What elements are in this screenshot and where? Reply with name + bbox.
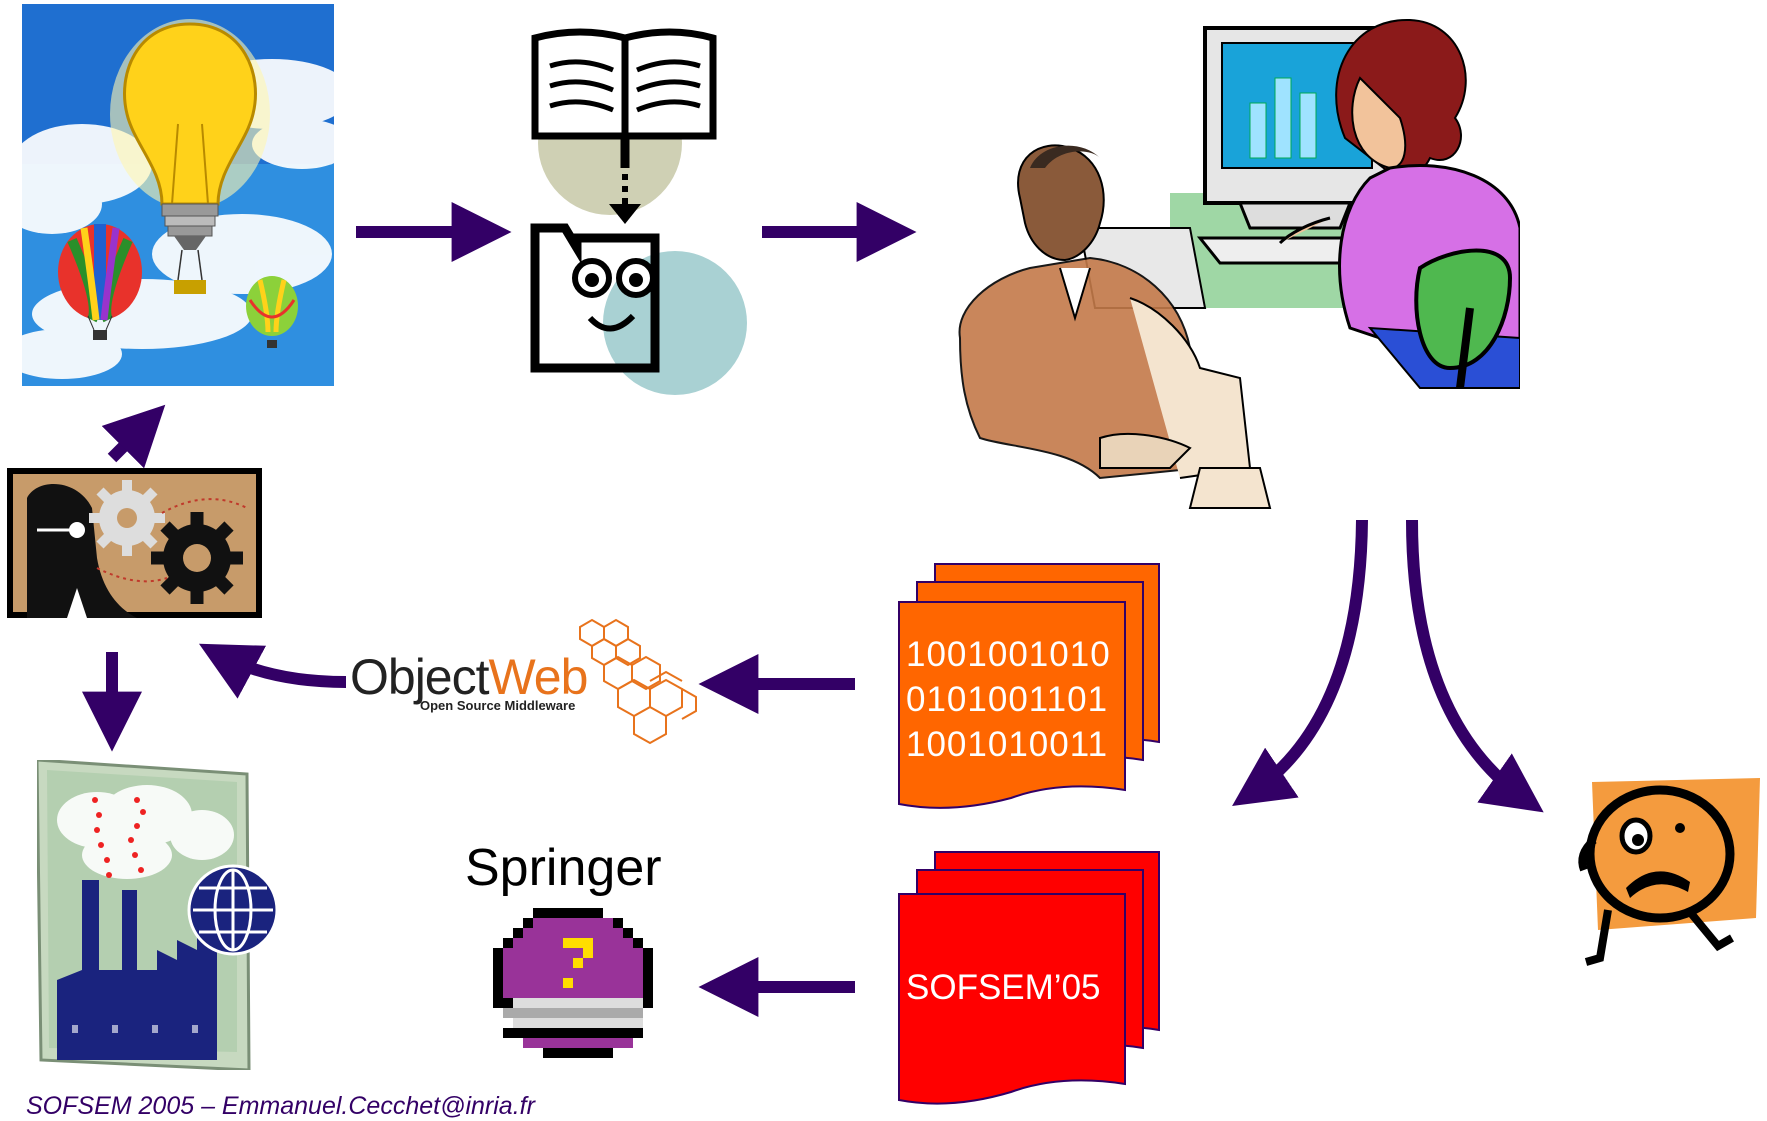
sad-face-icon xyxy=(1578,778,1760,966)
office-workers-icon xyxy=(958,18,1520,509)
book-to-thinker-icon xyxy=(530,28,747,395)
arrow-development-to-docs xyxy=(1232,519,1368,807)
objectweb-logo: ObjectWeb xyxy=(350,648,589,706)
footer-credit: SOFSEM 2005 – Emmanuel.Cecchet@inria.fr xyxy=(26,1092,535,1120)
binary-line-3: 1001010011 xyxy=(906,725,1109,764)
objectweb-tagline: Open Source Middleware xyxy=(420,698,576,713)
arrow-code-to-objectweb xyxy=(198,643,347,699)
binary-code-text: 1001001010 0101001101 1001010011 xyxy=(906,632,1136,767)
objectweb-logo-object: Object xyxy=(350,649,490,705)
binary-line-1: 1001001010 xyxy=(906,635,1111,674)
hexagon-network-icon xyxy=(579,618,697,745)
arrow-development-to-sad xyxy=(1406,519,1544,813)
hot-air-balloon-right xyxy=(246,276,298,348)
thinker-gears-icon xyxy=(7,468,262,618)
gear-white xyxy=(89,480,165,556)
gear-black xyxy=(151,512,243,604)
factory-globe-icon xyxy=(37,760,279,1070)
hot-air-balloon-left xyxy=(58,224,142,340)
arrow-thinker-to-idea xyxy=(101,404,166,469)
pixel-book-icon xyxy=(493,908,653,1058)
objectweb-logo-web: Web xyxy=(488,649,589,705)
sofsem-proceedings-label: SOFSEM’05 xyxy=(906,968,1101,1007)
lightbulb-balloons-icon xyxy=(22,4,334,386)
binary-line-2: 0101001101 xyxy=(906,680,1109,719)
sofsem-proceedings-documents xyxy=(898,851,1160,1105)
globe-icon xyxy=(187,864,279,956)
binary-code-documents xyxy=(898,563,1160,809)
springer-label: Springer xyxy=(465,839,662,897)
